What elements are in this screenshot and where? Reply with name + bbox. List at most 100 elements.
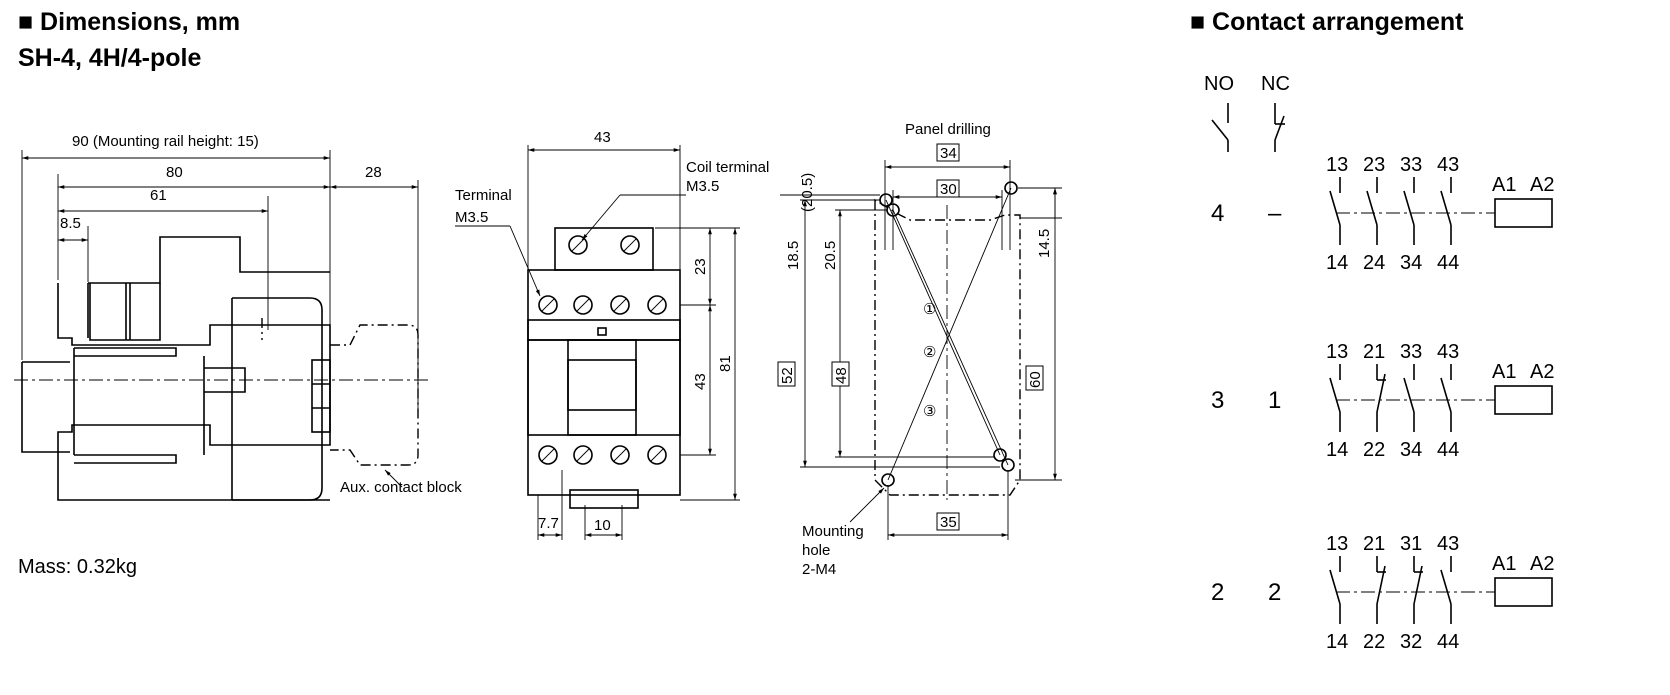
terminal-screw-icon (620, 235, 640, 255)
terminal-number-top: 13 (1326, 341, 1348, 363)
dim-48-label: 48 (833, 367, 850, 384)
mark-2: ② (923, 344, 936, 361)
dim-23-label: 23 (692, 258, 709, 275)
terminal-number-top: 23 (1363, 154, 1385, 176)
mark-3: ③ (923, 403, 936, 420)
coil-a2-label: A2 (1530, 174, 1554, 196)
terminal-number-top: 31 (1400, 533, 1422, 555)
terminal-number-top: 33 (1400, 154, 1422, 176)
mark-1: ① (923, 301, 936, 318)
coil-terminal-size: M3.5 (686, 178, 719, 195)
no-contact-icon (1403, 177, 1415, 245)
panel-drilling-view: Panel drilling 34 30 ① ② ③ (20.5) 18.5 (777, 121, 1062, 578)
terminal-number-bottom: 44 (1437, 252, 1459, 274)
dim-52-label: 52 (779, 367, 796, 384)
front-view: 43 Coil terminal M3.5 Terminal M3.5 23 4… (455, 129, 769, 540)
terminal-screw-icon (573, 445, 593, 465)
no-contact-icon (1440, 556, 1452, 624)
nc-count: 2 (1268, 579, 1281, 606)
nc-count: – (1268, 200, 1282, 227)
dim-60-label: 60 (1027, 371, 1044, 388)
no-contact-icon (1403, 364, 1415, 432)
terminal-number-bottom: 22 (1363, 439, 1385, 461)
dim-20-5-label: 20.5 (822, 241, 839, 270)
mounting-hole-line-2: hole (802, 542, 830, 559)
dim-7-7-label: 7.7 (538, 515, 559, 532)
terminal-number-bottom: 14 (1326, 252, 1348, 274)
no-contact-icon (1440, 177, 1452, 245)
no-contact-icon (1329, 556, 1341, 624)
terminal-number-top: 33 (1400, 341, 1422, 363)
no-contact-icon (1329, 364, 1341, 432)
no-symbol-icon (1211, 103, 1229, 152)
terminal-screw-icon (573, 295, 593, 315)
coil-a2-label: A2 (1530, 553, 1554, 575)
nc-contact-icon (1413, 556, 1423, 624)
terminal-label: Terminal (455, 187, 512, 204)
nc-contact-icon (1376, 364, 1386, 432)
no-contact-icon (1329, 177, 1341, 245)
dim-28-label: 28 (365, 164, 382, 181)
dim-20-5-paren-label: (20.5) (799, 173, 816, 212)
side-view: 90 (Mounting rail height: 15) 80 28 61 8… (14, 133, 462, 578)
panel-drilling-title: Panel drilling (905, 121, 991, 138)
terminal-number-bottom: 32 (1400, 631, 1422, 653)
terminal-screw-icon (647, 445, 667, 465)
no-contact-icon (1366, 177, 1378, 245)
terminal-screw-icon (568, 235, 588, 255)
dim-80-label: 80 (166, 164, 183, 181)
no-count: 3 (1211, 387, 1224, 414)
dim-overall-label: 90 (Mounting rail height: 15) (72, 133, 259, 150)
nc-label: NC (1261, 73, 1290, 95)
dim-8-5-label: 8.5 (60, 215, 81, 232)
terminal-number-top: 43 (1437, 154, 1459, 176)
coil-a1-label: A1 (1492, 553, 1516, 575)
terminal-number-bottom: 14 (1326, 631, 1348, 653)
terminal-number-bottom: 14 (1326, 439, 1348, 461)
terminal-screw-icon (538, 295, 558, 315)
coil-a1-label: A1 (1492, 174, 1516, 196)
mounting-hole-line-3: 2-M4 (802, 561, 836, 578)
coil-a2-label: A2 (1530, 361, 1554, 383)
model-heading: SH-4, 4H/4-pole (18, 44, 201, 72)
dim-43-label: 43 (692, 373, 709, 390)
terminal-screw-icon (610, 295, 630, 315)
dim-81-label: 81 (717, 355, 734, 372)
terminal-screw-icon (647, 295, 667, 315)
dim-10-label: 10 (594, 517, 611, 534)
coil-icon (1494, 198, 1553, 228)
dim-18-5-label: 18.5 (785, 241, 802, 270)
terminal-number-bottom: 44 (1437, 631, 1459, 653)
coil-icon (1494, 577, 1553, 607)
dim-61-label: 61 (150, 187, 167, 204)
terminal-number-top: 21 (1363, 533, 1385, 555)
dim-14-5-label: 14.5 (1036, 229, 1053, 258)
terminal-number-top: 43 (1437, 533, 1459, 555)
terminal-number-top: 13 (1326, 533, 1348, 555)
terminal-number-bottom: 24 (1363, 252, 1385, 274)
terminal-number-bottom: 44 (1437, 439, 1459, 461)
aux-contact-block-label: Aux. contact block (340, 479, 462, 496)
dim-35-label: 35 (940, 514, 957, 531)
nc-symbol-icon (1274, 103, 1285, 152)
dimensions-heading: ■ Dimensions, mm (18, 8, 240, 36)
terminal-number-top: 21 (1363, 341, 1385, 363)
no-contact-icon (1440, 364, 1452, 432)
coil-terminal-label: Coil terminal (686, 159, 769, 176)
coil-a1-label: A1 (1492, 361, 1516, 383)
terminal-screw-icon (610, 445, 630, 465)
nc-contact-icon (1376, 556, 1386, 624)
no-label: NO (1204, 73, 1234, 95)
contact-arrangement-heading: ■ Contact arrangement (1190, 8, 1464, 36)
mass-label: Mass: 0.32kg (18, 556, 137, 578)
terminal-number-bottom: 22 (1363, 631, 1385, 653)
terminal-number-bottom: 34 (1400, 439, 1422, 461)
dim-34-label: 34 (940, 145, 957, 162)
coil-icon (1494, 385, 1553, 415)
terminal-number-top: 13 (1326, 154, 1348, 176)
